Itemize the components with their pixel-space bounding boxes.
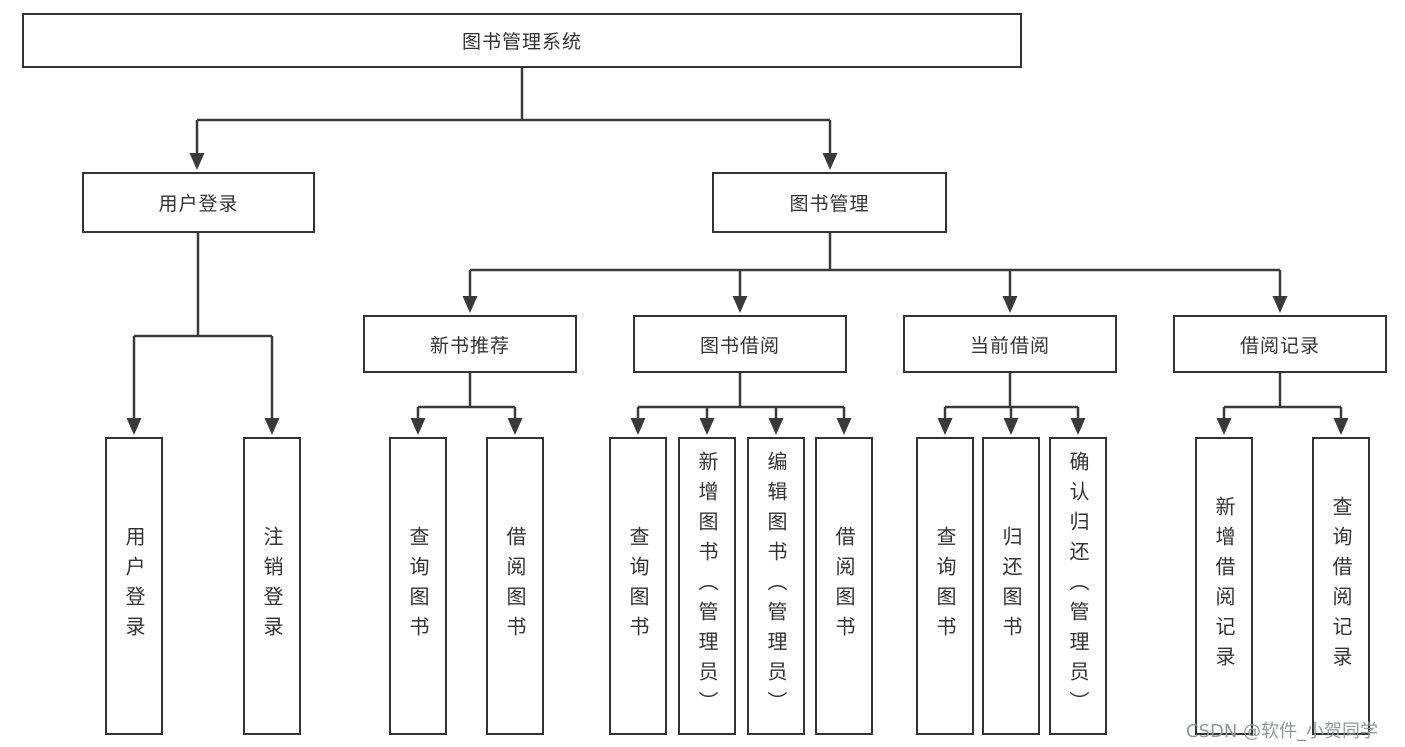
arrow-icon: [822, 153, 838, 170]
node-label: 图书借阅: [699, 334, 780, 357]
arrow-icon: [264, 418, 280, 435]
arrow-icon: [937, 418, 953, 435]
node-label: 注销登录: [260, 526, 284, 646]
node-leaf-query-books: 查询图书: [916, 437, 974, 735]
node-label: 确认归还（管理员）: [1066, 451, 1090, 721]
node-leaf-query-borrow-record: 查询借阅记录: [1312, 437, 1370, 735]
node-leaf-user-login: 用户登录: [105, 437, 163, 735]
node-label: 图书管理系统: [461, 31, 582, 53]
node-book-management: 图书管理: [712, 172, 947, 233]
node-leaf-add-borrow-record: 新增借阅记录: [1195, 437, 1253, 735]
node-new-book-recommend: 新书推荐: [363, 315, 577, 373]
tree-edges: [132, 68, 1343, 421]
arrow-icon: [410, 418, 426, 435]
node-label: 新书推荐: [429, 334, 510, 357]
node-label: 图书管理: [789, 193, 870, 215]
node-label: 查询借阅记录: [1329, 496, 1353, 676]
arrow-icon: [1070, 418, 1086, 435]
arrow-icon: [699, 418, 715, 435]
node-label: 查询图书: [406, 526, 430, 646]
arrow-icon: [630, 418, 646, 435]
node-current-borrowing: 当前借阅: [903, 315, 1117, 373]
csdn-watermark: CSDN @软件_小贺同学: [1186, 721, 1379, 742]
node-leaf-edit-books-admin: 编辑图书（管理员）: [747, 437, 805, 735]
node-label: 归还图书: [999, 526, 1023, 646]
node-label: 用户登录: [122, 526, 146, 646]
arrow-icon: [126, 418, 142, 435]
node-leaf-borrow-books: 借阅图书: [815, 437, 873, 735]
node-label: 查询图书: [933, 526, 957, 646]
node-leaf-return-books: 归还图书: [982, 437, 1040, 735]
arrow-icon: [1272, 296, 1288, 313]
arrow-icon: [1003, 418, 1019, 435]
node-label: 用户登录: [158, 193, 239, 215]
node-leaf-query-books: 查询图书: [609, 437, 667, 735]
node-borrowing-records: 借阅记录: [1173, 315, 1387, 373]
node-label: 编辑图书（管理员）: [764, 451, 788, 721]
arrow-icon: [836, 418, 852, 435]
arrow-icon: [768, 418, 784, 435]
arrow-icon: [462, 296, 478, 313]
arrowheads: [126, 153, 1349, 435]
node-leaf-add-books-admin: 新增图书（管理员）: [678, 437, 736, 735]
arrow-icon: [1333, 418, 1349, 435]
node-label: 借阅图书: [503, 526, 527, 646]
node-label: 新增借阅记录: [1212, 496, 1236, 676]
node-leaf-logout: 注销登录: [243, 437, 301, 735]
arrow-icon: [507, 418, 523, 435]
node-leaf-borrow-books: 借阅图书: [486, 437, 544, 735]
node-user-login: 用户登录: [82, 172, 315, 233]
node-label: 借阅记录: [1239, 334, 1320, 357]
arrow-icon: [1002, 296, 1018, 313]
node-label: 借阅图书: [832, 526, 856, 646]
node-label: 查询图书: [626, 526, 650, 646]
node-book-borrowing: 图书借阅: [633, 315, 847, 373]
arrow-icon: [732, 296, 748, 313]
node-leaf-query-books: 查询图书: [389, 437, 447, 735]
node-leaf-confirm-return-admin: 确认归还（管理员）: [1049, 437, 1107, 735]
node-label: 当前借阅: [969, 334, 1050, 357]
arrow-icon: [1216, 418, 1232, 435]
node-library-management-system: 图书管理系统: [22, 13, 1022, 68]
arrow-icon: [189, 153, 205, 170]
node-label: 新增图书（管理员）: [695, 451, 719, 721]
